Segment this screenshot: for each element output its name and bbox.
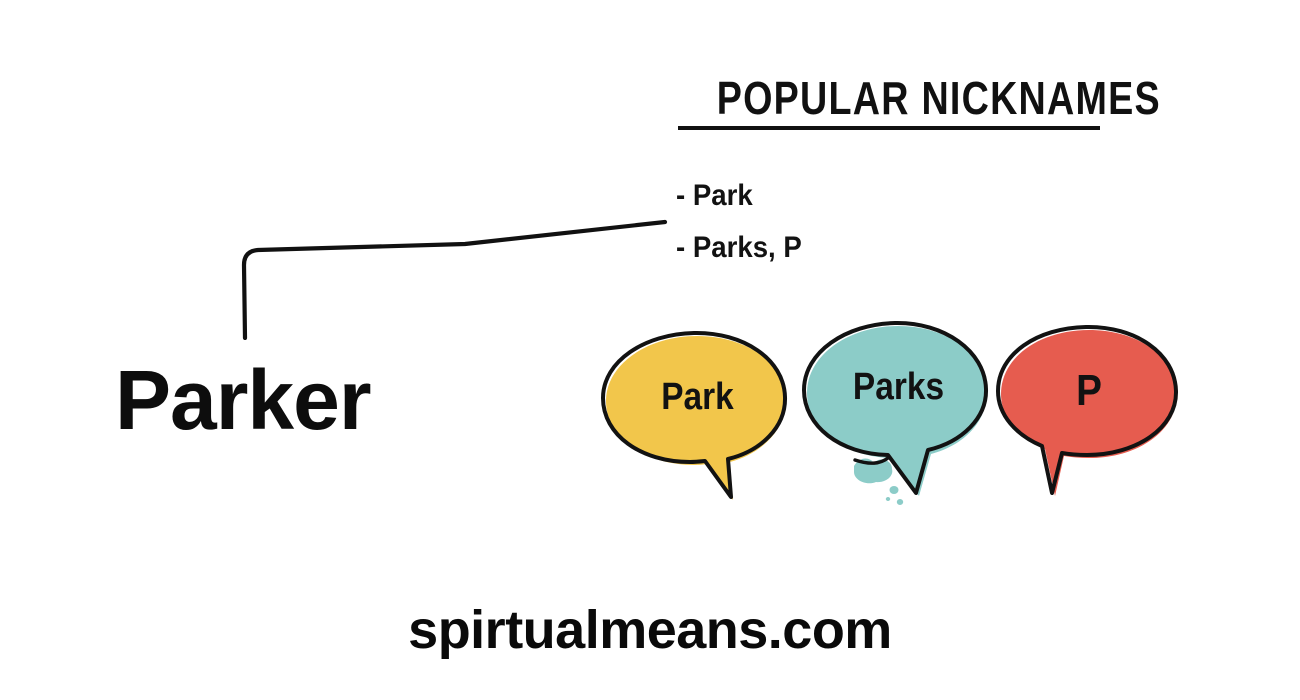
speech-bubble-parks[interactable]: Parks — [800, 318, 995, 516]
site-watermark: spirtualmeans.com — [408, 600, 892, 660]
speech-bubble-p[interactable]: P — [995, 322, 1183, 512]
list-item: - Park — [676, 179, 753, 212]
list-item: - Parks, P — [676, 231, 802, 264]
title-underline-rule — [678, 126, 1100, 130]
speech-bubble-park-label: Park — [661, 376, 734, 418]
speech-bubble-p-label: P — [1076, 366, 1102, 415]
nickname-list: - Park - Parks, P — [676, 170, 1096, 274]
connector-line — [241, 219, 668, 340]
page-title-text: POPULAR NICKNAMES — [716, 72, 1161, 124]
speech-bubble-park[interactable]: Park — [600, 328, 795, 513]
page-title: POPULAR NICKNAMES — [678, 72, 1161, 124]
speech-bubble-parks-label: Parks — [852, 366, 945, 408]
main-name-label: Parker — [115, 353, 372, 447]
splatter-decoration — [854, 458, 904, 505]
